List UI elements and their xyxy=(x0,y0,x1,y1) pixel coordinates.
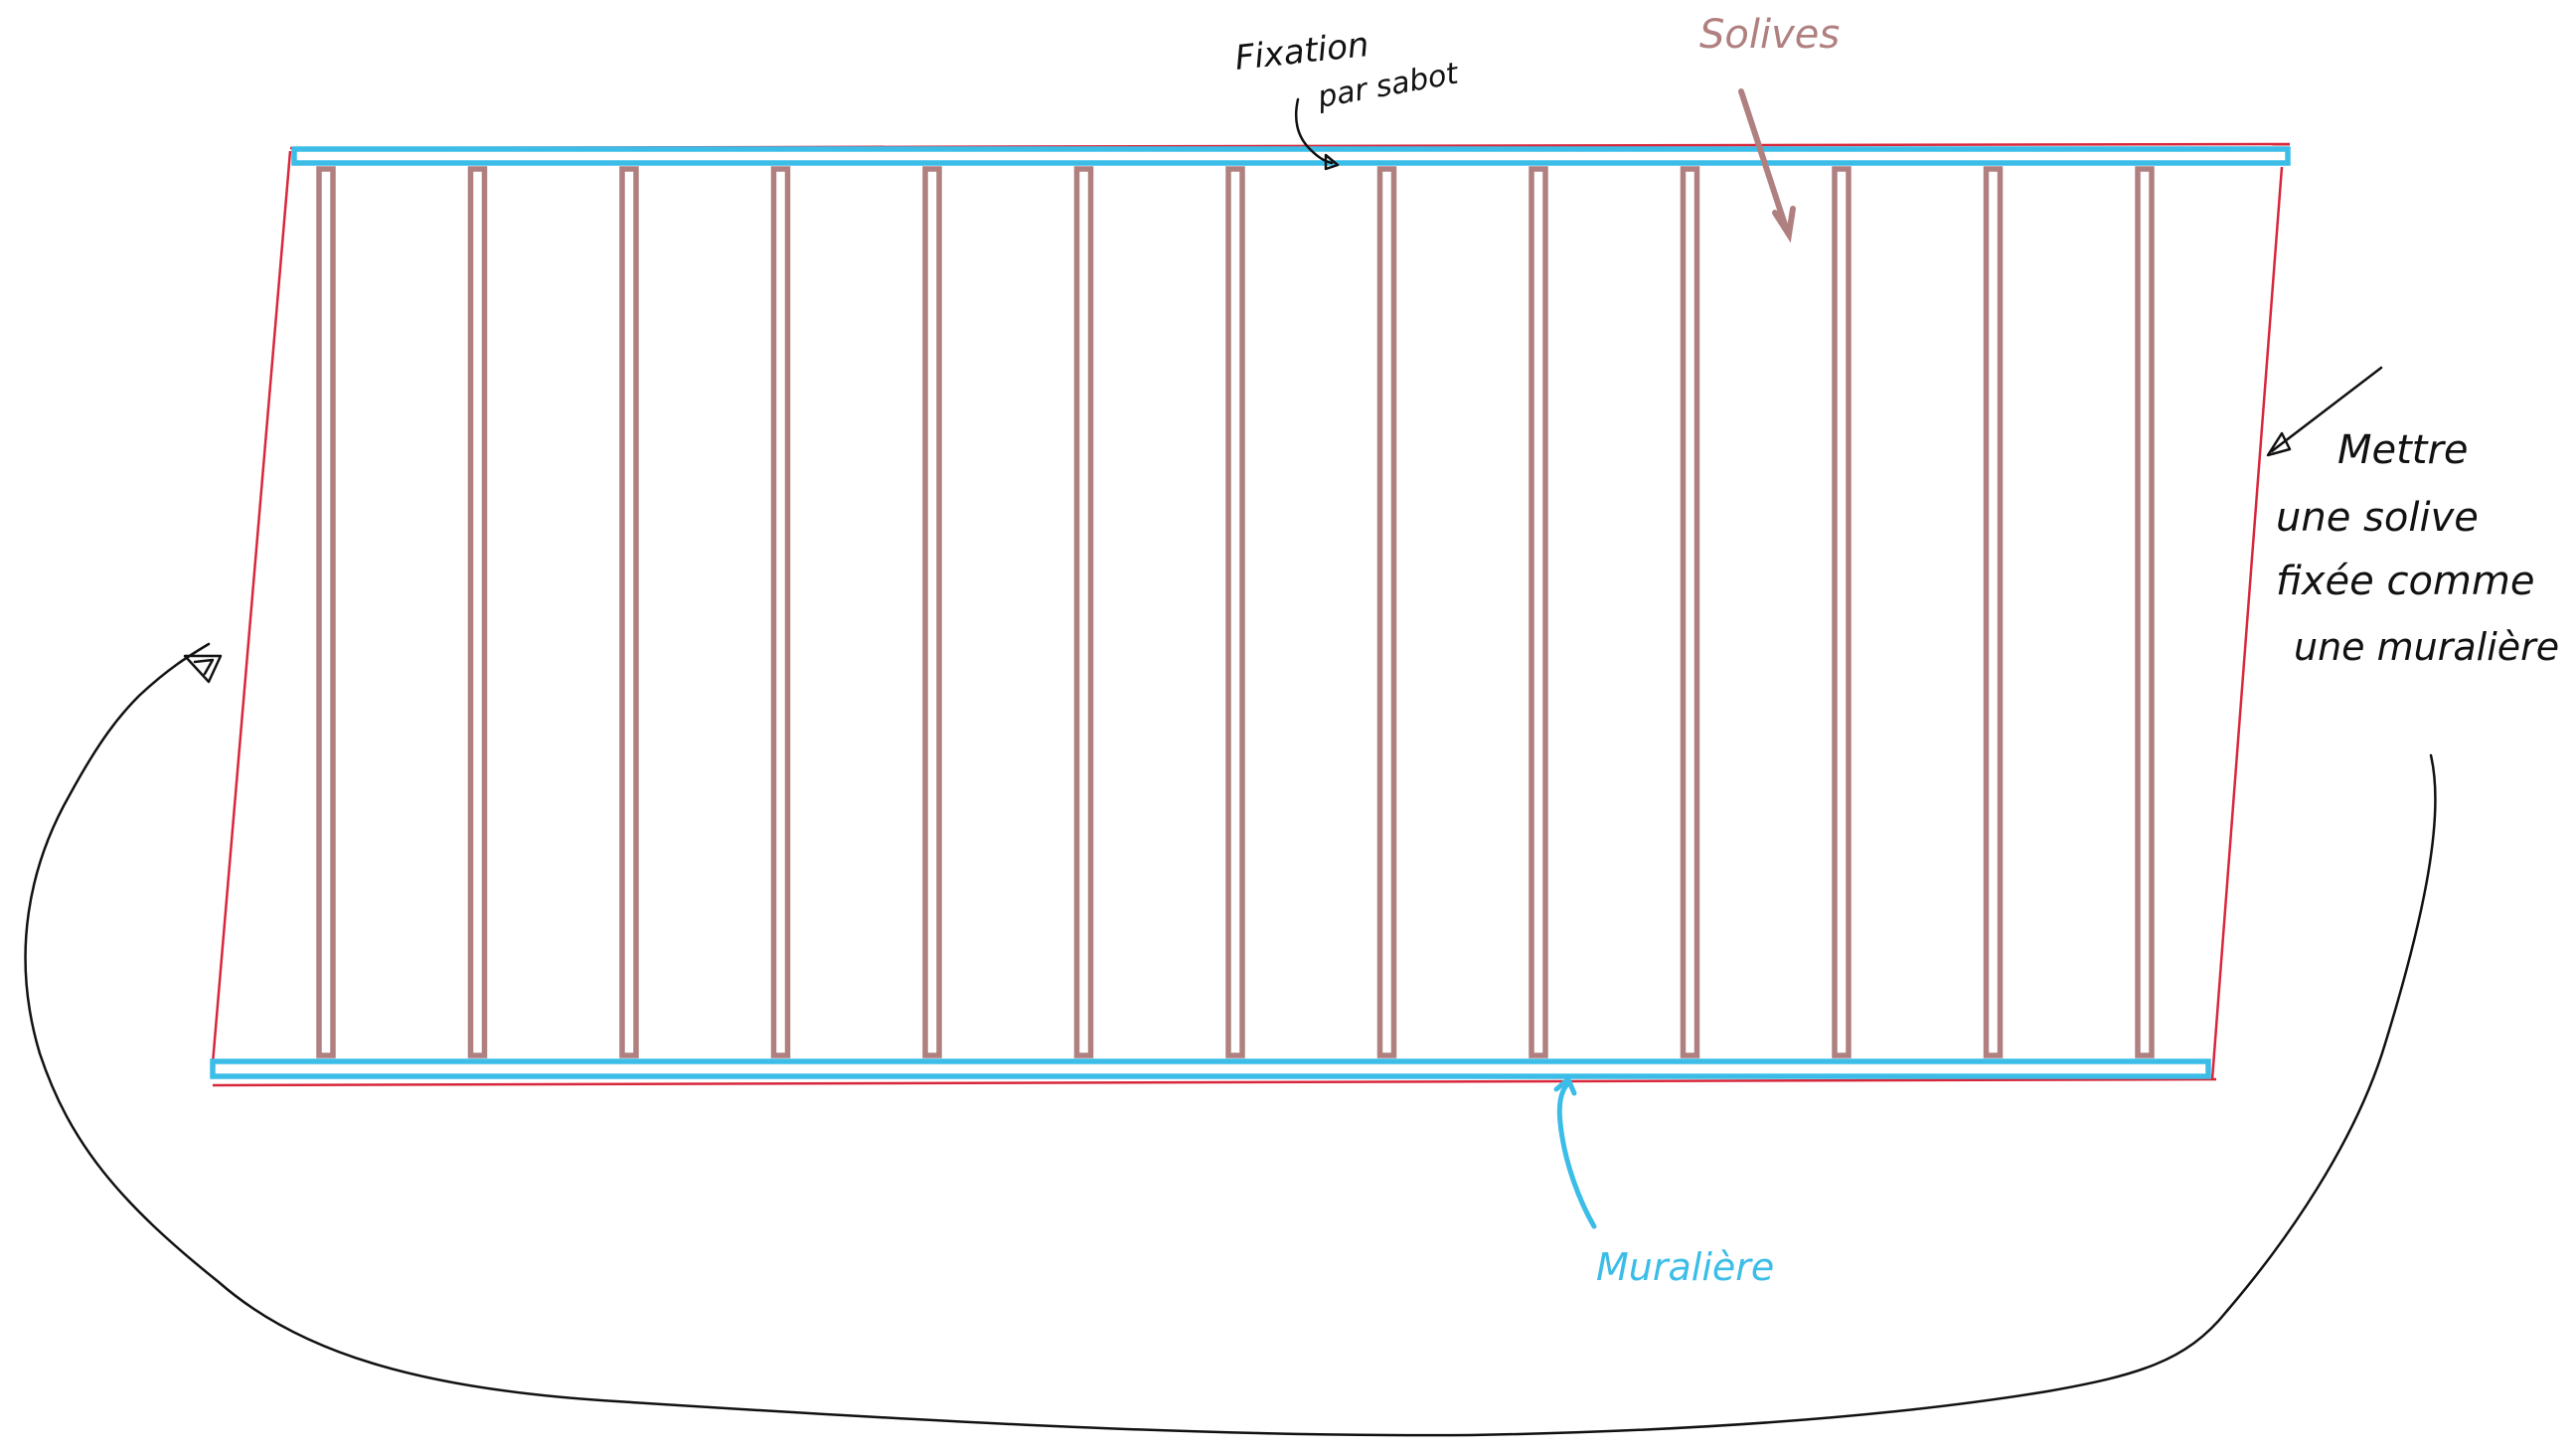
joists-arrowhead-icon xyxy=(1772,206,1796,243)
fixing-label-line1: Fixation xyxy=(1233,25,1371,79)
outline-bottom-edge xyxy=(212,1077,2217,1087)
joists-arrow-line xyxy=(1738,88,1790,234)
ledger-annotation: Muralière xyxy=(1553,1076,1774,1289)
joists-group xyxy=(316,166,2155,1058)
note-line2: une solive xyxy=(2276,495,2479,541)
floor-outline xyxy=(211,142,2291,1087)
ledger-arrow-line xyxy=(1556,1080,1597,1229)
joist-11 xyxy=(1832,166,1852,1058)
joist-4 xyxy=(770,166,791,1058)
outline-left-edge xyxy=(211,150,292,1064)
long-curve-arrowhead-icon xyxy=(183,654,223,684)
note-line1: Mettre xyxy=(2337,427,2469,473)
joist-10 xyxy=(1680,166,1700,1058)
joist-1 xyxy=(316,166,336,1058)
joist-6 xyxy=(1073,166,1094,1058)
note-line4: une muralière xyxy=(2294,625,2559,669)
joist-12 xyxy=(1983,166,2004,1058)
long-curve-arrow-line xyxy=(24,642,2437,1437)
note-line3: fixée comme xyxy=(2276,559,2534,604)
long-curve-annotation xyxy=(24,642,2437,1437)
fixing-arrowhead-icon xyxy=(1324,153,1340,171)
joists-annotation: Solives xyxy=(1699,12,1840,243)
joist-5 xyxy=(922,166,942,1058)
joist-7 xyxy=(1225,166,1245,1058)
top-ledger-beam xyxy=(291,146,2291,166)
bottom-ledger-beam xyxy=(210,1058,2211,1079)
note-arrow-line xyxy=(2270,366,2383,453)
note-arrowhead-icon xyxy=(2266,431,2292,457)
joist-9 xyxy=(1529,166,1548,1058)
joist-13 xyxy=(2135,166,2155,1058)
joist-3 xyxy=(619,166,639,1058)
joist-2 xyxy=(467,166,488,1058)
ledger-arrowhead-icon xyxy=(1553,1076,1577,1096)
joists-label: Solives xyxy=(1699,12,1840,58)
note-annotation: Mettre une solive fixée comme une murali… xyxy=(2266,366,2559,669)
ledger-label: Muralière xyxy=(1596,1245,1774,1289)
outline-right-edge xyxy=(2210,166,2284,1080)
joist-8 xyxy=(1376,166,1397,1058)
